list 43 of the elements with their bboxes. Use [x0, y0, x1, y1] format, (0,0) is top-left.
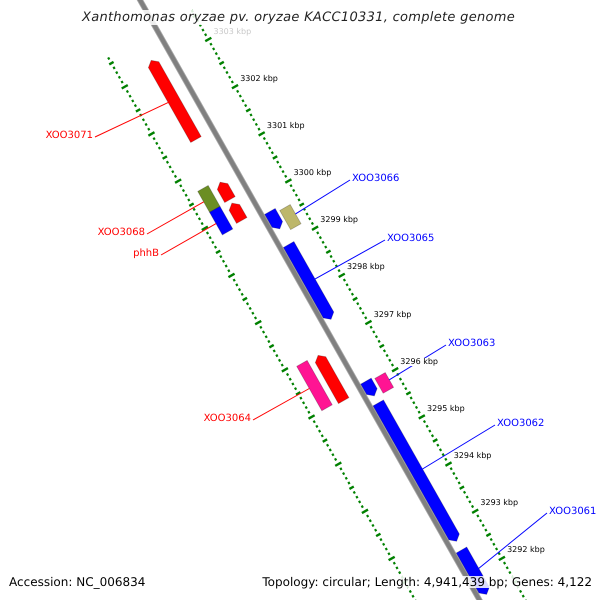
scale-label: 3293 kbp	[480, 499, 518, 508]
gene-label: phhB	[133, 249, 159, 259]
gene-block	[296, 360, 333, 412]
scale-label: 3295 kbp	[427, 404, 465, 413]
scale-label: 3298 kbp	[347, 263, 385, 272]
scale-label: 3292 kbp	[507, 546, 545, 554]
scale-label: 3297 kbp	[374, 310, 412, 319]
gene-block	[314, 354, 350, 404]
gene-label: XOO3064	[204, 414, 251, 424]
leader-line	[314, 240, 386, 280]
gene-block	[282, 240, 334, 320]
footer-text: Topology: circular; Length: 4,941,439 bp; Genes: 4,122	[262, 576, 592, 588]
gene-block	[264, 208, 283, 230]
gene-block	[197, 184, 221, 213]
leader-line	[295, 180, 350, 214]
gene-block	[360, 378, 378, 396]
gene-label: XOO3068	[98, 228, 145, 238]
scale-label: 3300 kbp	[294, 169, 332, 178]
scale-label: 3296 kbp	[400, 358, 438, 366]
leader-line	[422, 424, 496, 470]
gene-block	[148, 60, 202, 144]
scale-label: 3302 kbp	[240, 74, 278, 83]
leader-line	[160, 223, 217, 256]
scale-label: 3299 kbp	[320, 216, 358, 224]
leader-line	[146, 201, 204, 234]
gene-label: XOO3061	[549, 507, 596, 517]
gene-block	[216, 182, 236, 204]
gene-label: XOO3065	[387, 234, 434, 244]
leader-line	[252, 388, 310, 420]
leader-line	[94, 102, 169, 138]
gene-block	[209, 206, 234, 236]
gene-block	[228, 202, 248, 224]
scale-label: 3301 kbp	[266, 122, 305, 130]
gene-label: XOO3062	[497, 419, 544, 429]
title: Xanthomonas oryzae pv. oryzae KACC10331, complete genome	[82, 10, 516, 25]
scale-label: 3294 kbp	[454, 452, 492, 460]
leader-line	[478, 512, 548, 569]
footer-text: Accession: NC_006834	[9, 576, 146, 588]
gene-label: XOO3063	[448, 339, 496, 349]
gene-block	[374, 372, 394, 394]
gene-block	[279, 204, 302, 230]
gene-label: XOO3071	[46, 131, 93, 141]
gene-label: XOO3066	[352, 174, 400, 184]
